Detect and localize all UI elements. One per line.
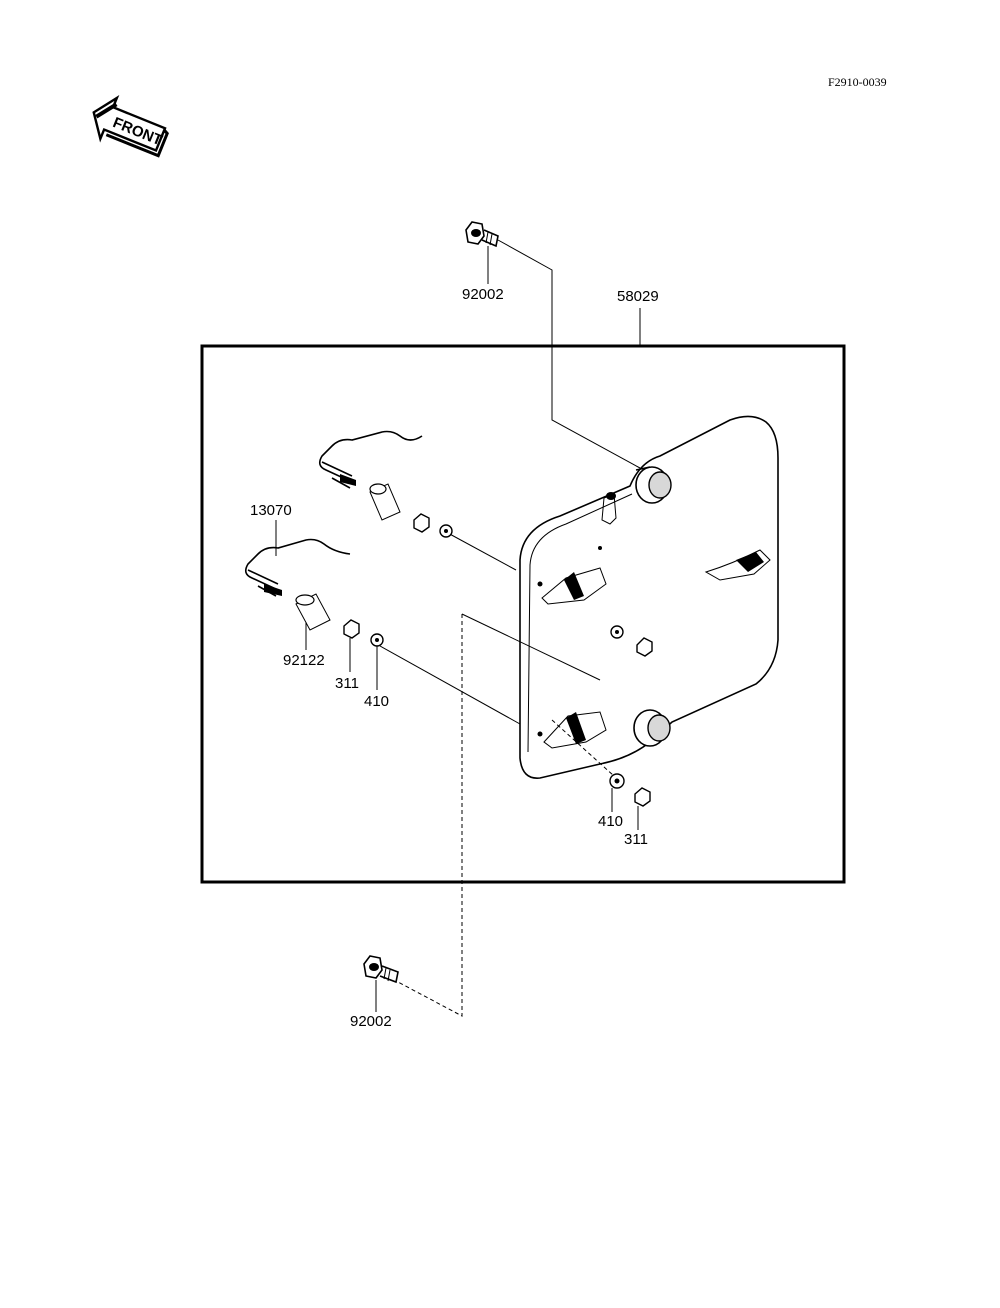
front-arrow-icon: FRONT (92, 95, 169, 158)
figure-code: F2910-0039 (828, 75, 887, 89)
nut-left (343, 619, 360, 639)
part-label-bolt-bottom: 92002 (350, 1013, 392, 1030)
upper-rod-assembly (318, 430, 453, 538)
carrier-plate (519, 415, 779, 807)
part-label-washer-right: 410 (598, 813, 623, 830)
part-label-rod: 13070 (250, 502, 292, 519)
bolt-top (465, 221, 499, 248)
assembly-frame (200, 344, 846, 884)
lower-rod-assembly (244, 538, 384, 647)
part-label-plate: 58029 (617, 288, 659, 305)
bolt-bottom (363, 955, 399, 984)
nut-right (634, 787, 651, 807)
part-label-nut-left: 311 (335, 675, 359, 692)
part-label-washer-left: 410 (364, 693, 389, 710)
part-label-bolt-top: 92002 (462, 286, 504, 303)
assembly-lines (379, 239, 641, 1017)
part-label-nut-right: 311 (624, 831, 648, 848)
part-label-collar: 92122 (283, 652, 325, 669)
